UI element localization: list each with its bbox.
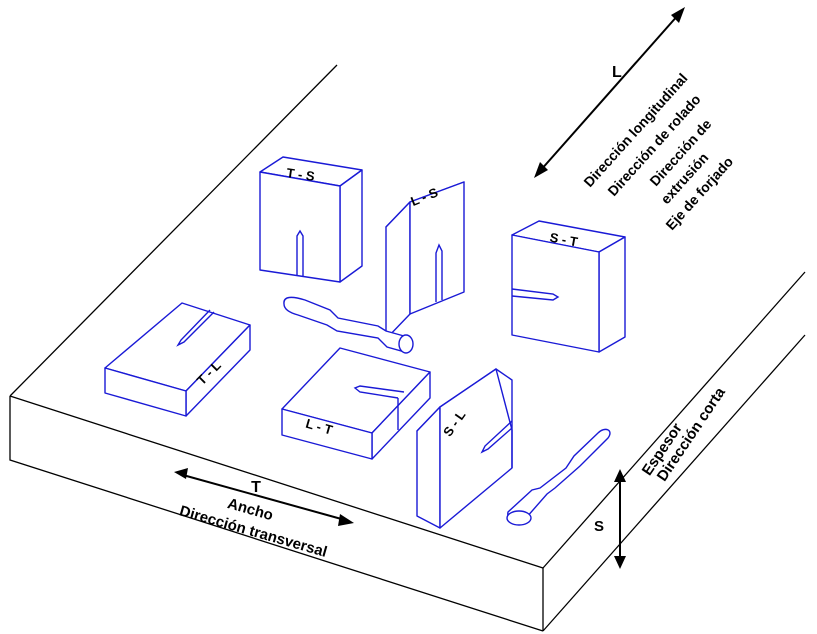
ts-side-face bbox=[339, 169, 363, 283]
plate-right-top-edge bbox=[542, 271, 806, 569]
longitudinal-arrow bbox=[534, 7, 685, 178]
ts-label: T - S bbox=[286, 165, 316, 184]
plate-front-face-bottom bbox=[9, 396, 544, 632]
ts-front-face bbox=[259, 171, 341, 283]
sl-front-face bbox=[439, 368, 513, 529]
lt-label: L - T bbox=[304, 416, 334, 438]
short-arrow bbox=[614, 469, 626, 569]
tensile-lower-end bbox=[506, 510, 532, 526]
specimen-sl: S - L bbox=[416, 368, 513, 529]
specimen-st: S - T bbox=[511, 220, 626, 353]
tensile-specimen-lower bbox=[506, 428, 611, 526]
transverse-letter: T bbox=[251, 479, 261, 496]
st-notch bbox=[511, 288, 560, 301]
sl-notch bbox=[480, 420, 513, 454]
ts-notch bbox=[296, 229, 304, 277]
tl-notch bbox=[176, 309, 215, 347]
tensile-lower-body bbox=[507, 428, 611, 523]
st-side-face bbox=[598, 236, 626, 353]
longitudinal-letter: L bbox=[612, 64, 622, 81]
specimen-ts: T - S bbox=[259, 156, 363, 283]
ls-left-face bbox=[385, 201, 411, 340]
lt-notch bbox=[353, 385, 405, 399]
lt-front-face bbox=[281, 408, 373, 460]
tl-front-face bbox=[104, 367, 187, 417]
st-label: S - T bbox=[549, 230, 579, 250]
sl-left-face bbox=[416, 406, 441, 529]
st-front-face bbox=[511, 234, 600, 353]
specimen-lt: L - T bbox=[281, 347, 431, 460]
plate-back-left-edge bbox=[9, 64, 338, 397]
short-letter: S bbox=[594, 518, 604, 535]
ls-notch bbox=[435, 243, 443, 302]
transverse-arrow bbox=[174, 468, 354, 526]
tensile-specimen-upper bbox=[283, 296, 414, 354]
tensile-upper-end bbox=[398, 334, 414, 354]
specimen-ls: L - S bbox=[385, 181, 465, 340]
plate-right-bottom-edge bbox=[542, 334, 806, 632]
specimen-tl: T - L bbox=[104, 302, 251, 417]
plate-front-top-edge bbox=[9, 395, 544, 569]
sl-right-edge bbox=[495, 368, 513, 468]
ls-front-face bbox=[409, 181, 465, 315]
plate bbox=[9, 64, 806, 632]
